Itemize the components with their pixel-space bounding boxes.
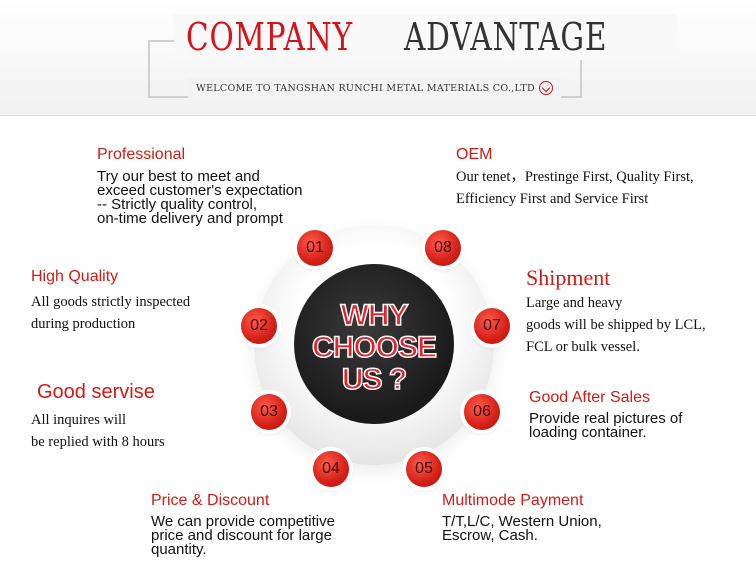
feature-title: High Quality — [31, 268, 119, 285]
feature-desc: Try our best to meet and exceed customer… — [97, 168, 303, 227]
chevron-down-circle-icon — [538, 81, 553, 95]
feature-desc: T/T,L/C, Western Union, Escrow, Cash. — [442, 513, 602, 544]
feature-desc: All goods strictly inspected during prod… — [31, 294, 191, 332]
page-title: COMPANY ADVANTAGE — [174, 14, 677, 60]
feature-title: Multimode Payment — [442, 492, 584, 509]
feature-shipment: Shipment Large and heavy goods will be s… — [526, 265, 706, 358]
feature-title: Good After Sales — [529, 389, 650, 406]
subtitle-bar: WELCOME TO TANGSHAN RUNCHI METAL MATERIA… — [188, 78, 561, 98]
feature-desc: Provide real pictures of loading contain… — [529, 410, 683, 441]
title-company: COMPANY — [186, 15, 353, 59]
feature-price-discount: Price & Discount We can provide competit… — [151, 492, 335, 557]
badge-04: 04 — [313, 451, 349, 487]
badge-08: 08 — [425, 230, 461, 266]
feature-desc: We can provide competitive price and dis… — [151, 513, 335, 558]
badge-05: 05 — [406, 451, 442, 487]
feature-desc: Large and heavy goods will be shipped by… — [526, 295, 706, 355]
feature-desc: All inquires will be replied with 8 hour… — [31, 412, 165, 450]
header-banner: COMPANY ADVANTAGE WELCOME TO TANGSHAN RUN… — [0, 0, 756, 116]
feature-high-quality: High Quality All goods strictly inspecte… — [31, 268, 190, 335]
feature-title: Good servise — [37, 381, 155, 403]
feature-title: Price & Discount — [151, 492, 270, 509]
title-advantage: ADVANTAGE — [404, 15, 608, 59]
why-choose-us-text: WHY CHOOSE US ? — [311, 299, 438, 397]
center-core — [294, 264, 454, 424]
feature-title: Shipment — [526, 265, 611, 290]
feature-multimode-payment: Multimode Payment T/T,L/C, Western Union… — [442, 492, 602, 543]
feature-desc: Our tenet，Prestinge First, Quality First… — [456, 169, 694, 207]
feature-oem: OEM Our tenet，Prestinge First, Quality F… — [456, 146, 694, 210]
feature-good-after-sales: Good After Sales Provide real pictures o… — [529, 389, 682, 440]
badge-03: 03 — [251, 394, 287, 430]
feature-title: OEM — [456, 146, 493, 163]
feature-title: Professional — [97, 146, 186, 163]
badge-06: 06 — [464, 394, 500, 430]
badge-02: 02 — [241, 308, 277, 344]
badge-07: 07 — [474, 308, 510, 344]
badge-01: 01 — [297, 230, 333, 266]
welcome-subtitle: WELCOME TO TANGSHAN RUNCHI METAL MATERIA… — [196, 82, 535, 94]
feature-professional: Professional Try our best to meet and ex… — [97, 146, 302, 226]
feature-good-service: Good servise All inquires will be replie… — [31, 381, 165, 453]
